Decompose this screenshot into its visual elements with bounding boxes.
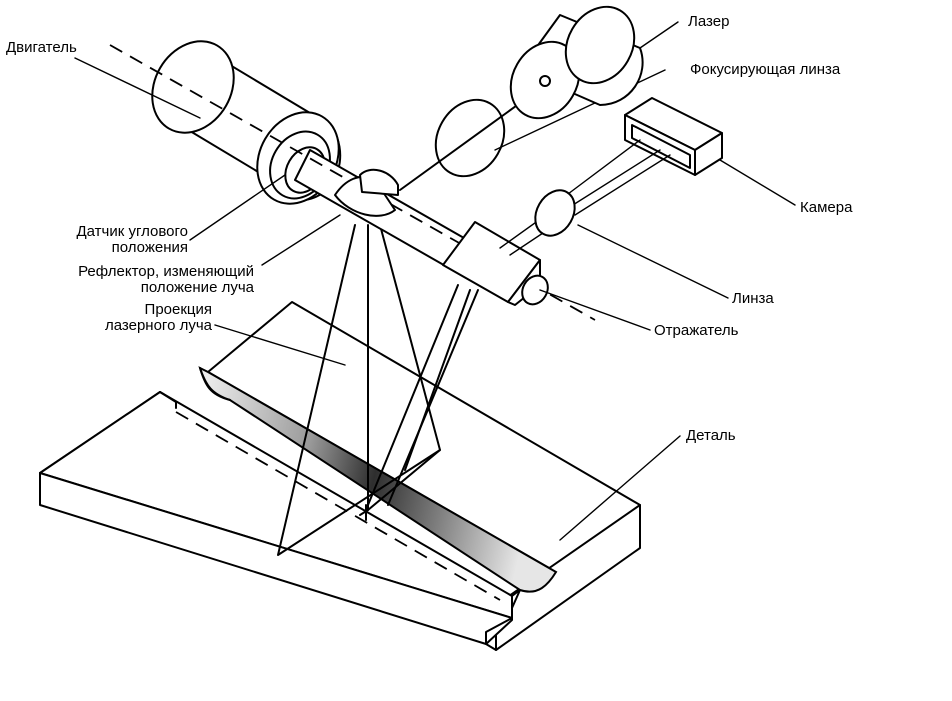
label-angle-sensor-line1: Датчик углового <box>76 223 189 240</box>
label-beam-projection: Проекция лазерного луча <box>40 302 212 334</box>
label-part: Деталь <box>686 427 736 444</box>
label-beam-projection-line1: Проекция <box>144 301 212 318</box>
label-angle-sensor: Датчик углового положения <box>40 223 189 256</box>
workpiece <box>39 301 681 651</box>
label-beam-projection-line2: лазерного луча <box>104 317 212 334</box>
label-beam-reflector: Рефлектор, изменяющий положение луча <box>40 264 254 296</box>
reflector-block <box>442 221 651 331</box>
label-beam-reflector-line1: Рефлектор, изменяющий <box>78 263 254 280</box>
label-laser: Лазер <box>688 13 730 30</box>
beam-reflector <box>261 168 399 266</box>
camera-unit <box>499 97 796 256</box>
label-focusing-lens: Фокусирующая линза <box>690 61 841 78</box>
label-camera: Камера <box>800 199 853 216</box>
camera-lens <box>534 189 729 299</box>
laser-beam-projection <box>214 224 479 556</box>
laser-unit <box>509 5 679 120</box>
label-reflector: Отражатель <box>654 322 739 339</box>
label-angle-sensor-line2: положения <box>111 239 188 256</box>
angle-sensor-leader <box>189 174 286 241</box>
label-beam-reflector-line2: положение луча <box>140 279 254 296</box>
label-motor: Двигатель <box>6 39 77 56</box>
label-lens: Линза <box>732 290 774 307</box>
